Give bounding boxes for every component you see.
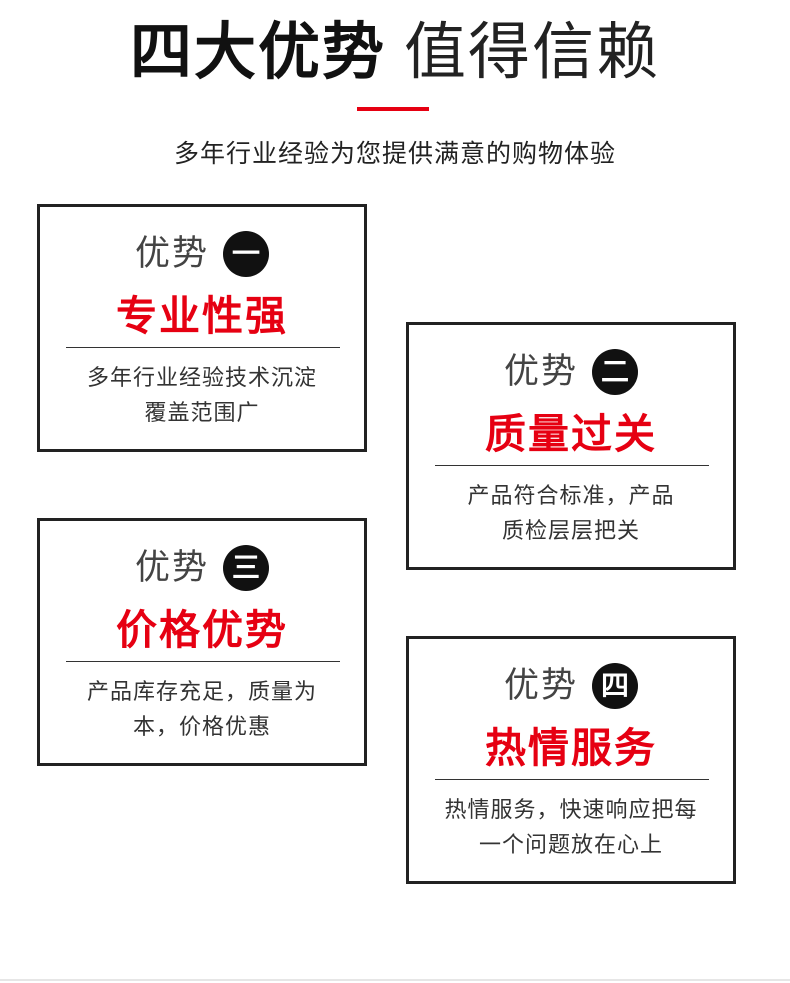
card-divider: [66, 347, 340, 348]
card-heading: 优势 二: [409, 349, 733, 395]
card-title: 专业性强: [116, 292, 288, 340]
card-heading: 优势 三: [40, 545, 364, 591]
card-description: 热情服务，快速响应把每 一个问题放在心上: [429, 793, 713, 863]
card-label: 优势: [503, 666, 578, 706]
card-label: 优势: [134, 234, 209, 274]
card-label: 优势: [134, 548, 209, 588]
advantage-card-3: 优势 三 价格优势 产品库存充足，质量为 本，价格优惠: [37, 518, 367, 766]
card-description-line-2: 本，价格优惠: [132, 715, 271, 740]
card-description-line-1: 多年行业经验技术沉淀: [86, 366, 317, 391]
card-description-line-1: 产品库存充足，质量为: [86, 680, 317, 705]
advantage-card-2: 优势 二 质量过关 产品符合标准，产品 质检层层把关: [406, 322, 736, 570]
number-badge-icon: 一: [223, 231, 269, 277]
card-description: 多年行业经验技术沉淀 覆盖范围广: [60, 361, 344, 431]
number-badge-icon: 四: [592, 663, 638, 709]
advantage-card-4: 优势 四 热情服务 热情服务，快速响应把每 一个问题放在心上: [406, 636, 736, 884]
title-light: 值得信赖: [404, 15, 661, 88]
card-title: 价格优势: [116, 606, 288, 654]
card-heading: 优势 四: [409, 663, 733, 709]
card-divider: [435, 779, 709, 780]
card-divider: [435, 465, 709, 466]
card-description-line-2: 一个问题放在心上: [478, 833, 663, 858]
card-label: 优势: [503, 352, 578, 392]
card-heading: 优势 一: [40, 231, 364, 277]
title-bold: 四大优势: [129, 15, 386, 88]
card-description-line-2: 质检层层把关: [501, 519, 640, 544]
card-divider: [66, 661, 340, 662]
card-description: 产品符合标准，产品 质检层层把关: [429, 479, 713, 549]
number-badge-icon: 二: [592, 349, 638, 395]
card-title: 热情服务: [485, 724, 657, 772]
advantage-card-1: 优势 一 专业性强 多年行业经验技术沉淀 覆盖范围广: [37, 204, 367, 452]
bottom-divider: [0, 979, 790, 981]
card-description-line-2: 覆盖范围广: [144, 401, 260, 426]
page-subtitle: 多年行业经验为您提供满意的购物体验: [173, 139, 616, 168]
page-title: 四大优势值得信赖: [0, 14, 790, 90]
card-description-line-1: 产品符合标准，产品: [467, 484, 675, 509]
title-underline-accent: [357, 107, 429, 111]
card-description-line-1: 热情服务，快速响应把每: [444, 798, 698, 823]
number-badge-icon: 三: [223, 545, 269, 591]
card-title: 质量过关: [485, 410, 657, 458]
card-description: 产品库存充足，质量为 本，价格优惠: [60, 675, 344, 745]
